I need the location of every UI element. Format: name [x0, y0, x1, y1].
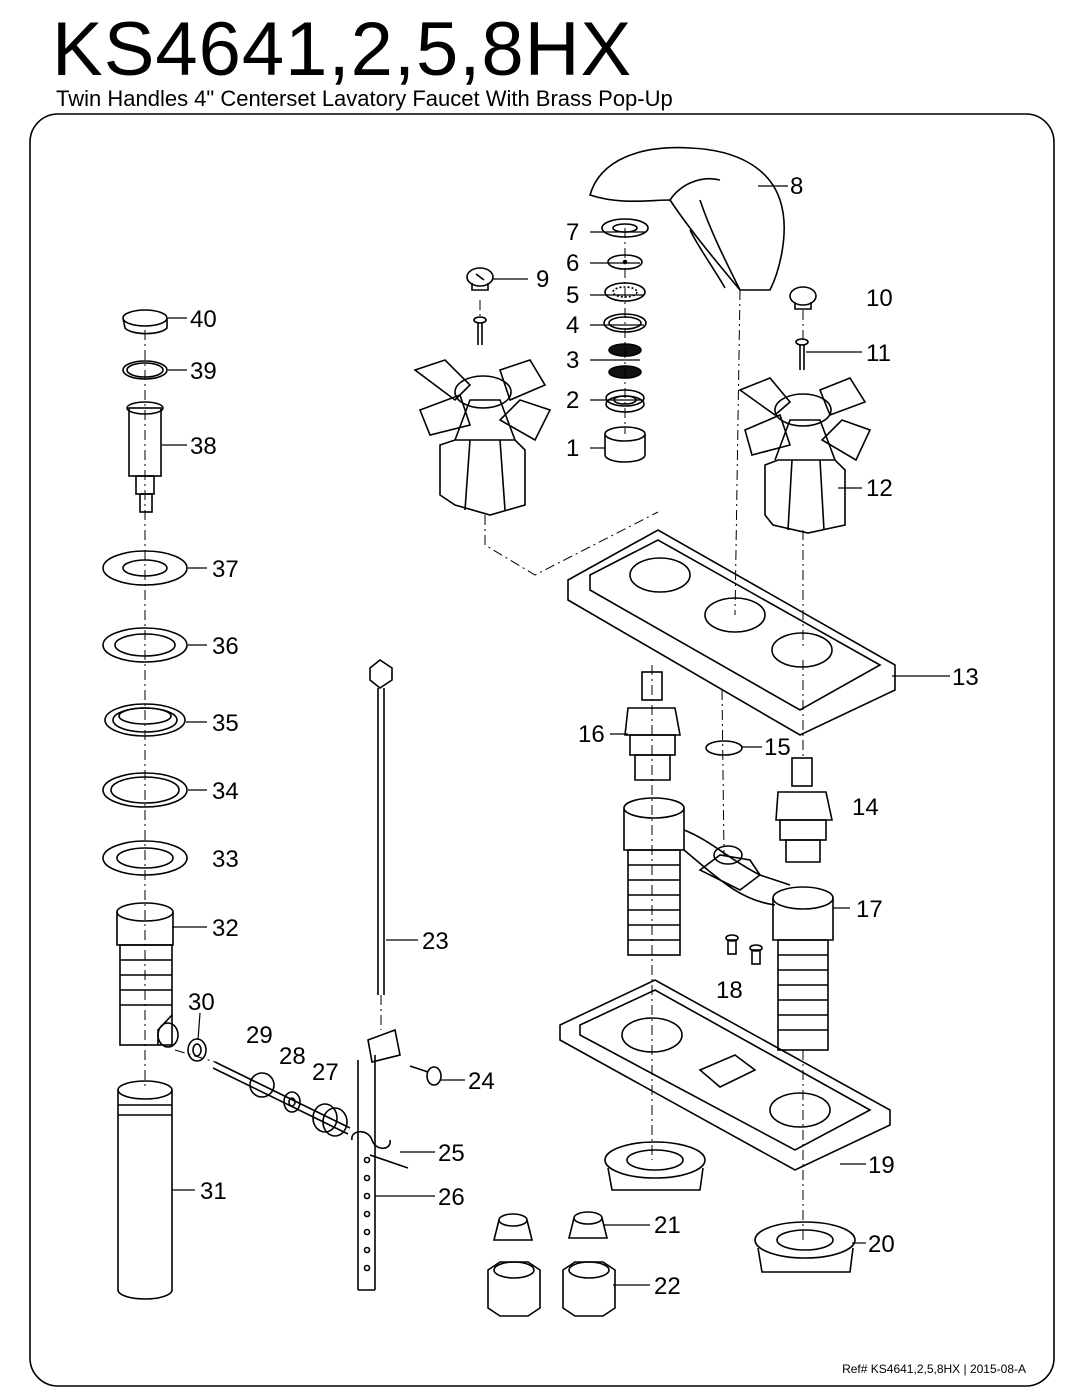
base-gasket — [559, 979, 891, 1171]
compression-nut-right — [562, 1261, 616, 1317]
callout-26: 26 — [438, 1184, 465, 1211]
reference-footer: Ref# KS4641,2,5,8HX | 2015-08-A — [842, 1362, 1026, 1376]
deck-plate — [567, 529, 896, 736]
pivot-washer-28 — [283, 1091, 301, 1113]
callout-8: 8 — [790, 173, 803, 200]
o-ring-15 — [705, 740, 743, 756]
callout-29: 29 — [246, 1022, 273, 1049]
handle-screw-right — [795, 338, 809, 370]
callout-23: 23 — [422, 928, 449, 955]
cross-handle-right — [738, 377, 872, 534]
spout-part — [589, 146, 785, 291]
callout-17: 17 — [856, 896, 883, 923]
callout-3: 3 — [566, 347, 579, 374]
callout-27: 27 — [312, 1059, 339, 1086]
screws-18 — [725, 934, 763, 965]
compression-nut-left — [487, 1261, 541, 1317]
callout-28: 28 — [279, 1043, 306, 1070]
callout-34: 34 — [212, 778, 239, 805]
diagram-title: KS4641,2,5,8HX — [52, 7, 633, 92]
pivot-gasket-30 — [187, 1038, 207, 1062]
diagram-frame — [29, 113, 1055, 1387]
callout-6: 6 — [566, 250, 579, 277]
callout-40: 40 — [190, 306, 217, 333]
callout-10: 10 — [866, 285, 893, 312]
alignment-lines — [144, 228, 804, 1240]
clevis-strap — [357, 1028, 401, 1291]
callout-21: 21 — [654, 1212, 681, 1239]
pivot-nut-27 — [312, 1103, 348, 1137]
callout-25: 25 — [438, 1140, 465, 1167]
callout-22: 22 — [654, 1273, 681, 1300]
callout-32: 32 — [212, 915, 239, 942]
callout-13: 13 — [952, 664, 979, 691]
callout-20: 20 — [868, 1231, 895, 1258]
pivot-rod-29 — [212, 1061, 351, 1135]
aerator-body-1 — [604, 426, 646, 463]
callout-37: 37 — [212, 556, 239, 583]
callout-35: 35 — [212, 710, 239, 737]
callout-18: 18 — [716, 977, 743, 1004]
callout-36: 36 — [212, 633, 239, 660]
callout-39: 39 — [190, 358, 217, 385]
clevis-screw-24 — [409, 1065, 442, 1086]
spring-clip-25 — [351, 1130, 409, 1169]
callout-19: 19 — [868, 1152, 895, 1179]
callout-4: 4 — [566, 312, 579, 339]
compression-sleeve-right — [567, 1211, 609, 1239]
drain-body-32 — [116, 902, 179, 1048]
pop-up-cap-40 — [122, 309, 168, 335]
handle-screw-left — [473, 316, 487, 345]
callout-14: 14 — [852, 794, 879, 821]
callout-31: 31 — [200, 1178, 227, 1205]
callout-9: 9 — [536, 266, 549, 293]
tailpiece-31 — [117, 1080, 173, 1300]
cartridge-hot — [775, 757, 833, 863]
callout-24: 24 — [468, 1068, 495, 1095]
handle-index-cap-right — [789, 286, 817, 310]
callout-5: 5 — [566, 282, 579, 309]
callout-15: 15 — [764, 734, 791, 761]
callout-7: 7 — [566, 219, 579, 246]
lift-rod — [369, 659, 393, 995]
callout-12: 12 — [866, 475, 893, 502]
compression-sleeve-left — [492, 1213, 534, 1241]
diagram-subtitle: Twin Handles 4" Centerset Lavatory Fauce… — [56, 86, 673, 111]
callout-2: 2 — [566, 387, 579, 414]
valve-body — [623, 797, 834, 1051]
callout-33: 33 — [212, 846, 239, 873]
mounting-nut-right — [754, 1221, 856, 1273]
callout-38: 38 — [190, 433, 217, 460]
cross-handle-left — [413, 359, 552, 516]
callout-30: 30 — [188, 989, 215, 1016]
handle-index-cap-left — [466, 267, 494, 291]
mounting-nut-left — [604, 1141, 706, 1191]
leader-lines — [162, 185, 950, 1286]
callout-1: 1 — [566, 435, 579, 462]
callout-16: 16 — [578, 721, 605, 748]
callout-11: 11 — [866, 340, 891, 367]
